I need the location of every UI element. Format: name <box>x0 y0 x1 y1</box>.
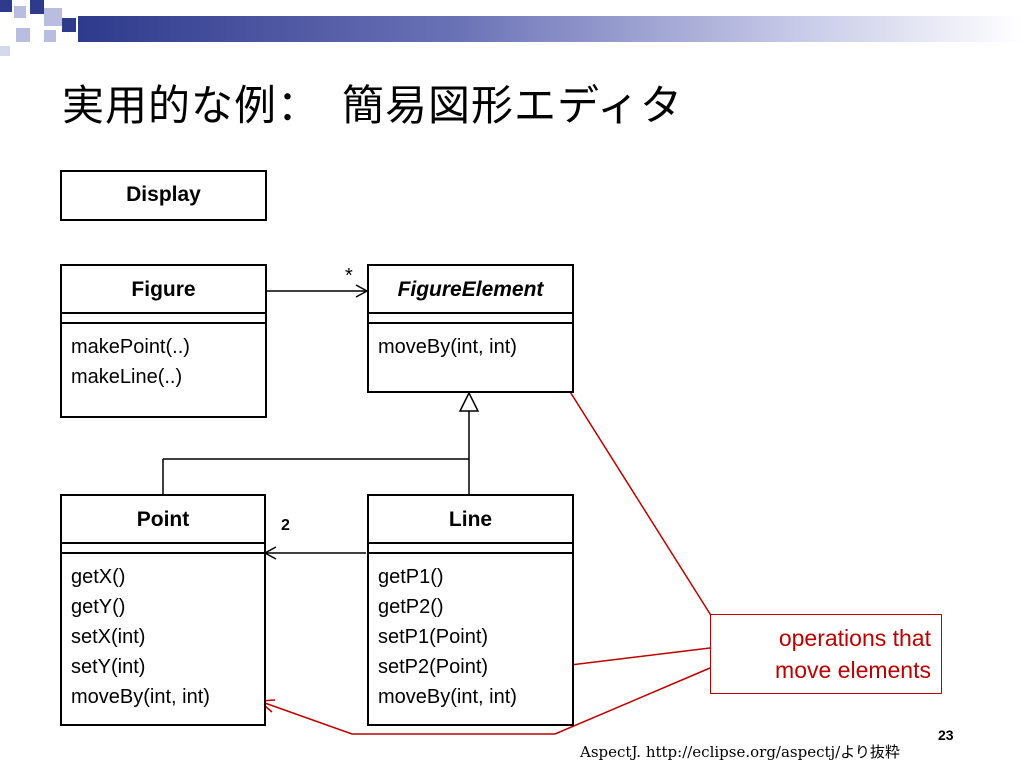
corner-square-dark-1 <box>0 0 12 12</box>
corner-square-light-1 <box>14 6 26 18</box>
class-line-methods: getP1() getP2() setP1(Point) setP2(Point… <box>369 554 572 712</box>
corner-square-light-5 <box>0 46 10 56</box>
corner-square-dark-2 <box>30 0 44 14</box>
multiplicity-figure-element: * <box>345 265 353 287</box>
method-item: setX(int) <box>71 626 146 648</box>
class-figure-name: Figure <box>62 266 265 314</box>
class-line-name: Line <box>369 496 572 544</box>
source-footer: AspectJ. http://eclipse.org/aspectj/より抜粋 <box>580 743 900 761</box>
class-point: Point getX() getY() setX(int) setY(int) … <box>60 494 266 726</box>
method-item: setY(int) <box>71 656 146 678</box>
callout-line: move elements <box>775 657 931 683</box>
corner-square-light-4 <box>44 30 56 42</box>
callout-pointer-point <box>261 667 711 735</box>
class-display: Display <box>60 170 267 221</box>
slide-title: 実用的な例： 簡易図形エディタ <box>62 81 684 130</box>
corner-square-light-2 <box>44 8 62 26</box>
method-item: makePoint(..) <box>71 336 190 358</box>
class-figure: Figure makePoint(..) makeLine(..) <box>60 264 267 418</box>
multiplicity-line-point: 2 <box>281 517 290 534</box>
class-figure-attributes <box>62 314 265 324</box>
method-item: moveBy(int, int) <box>378 336 517 358</box>
method-item: getP1() <box>378 566 444 588</box>
method-item: setP2(Point) <box>378 656 489 678</box>
class-figure-element: FigureElement moveBy(int, int) <box>367 264 574 393</box>
method-item: makeLine(..) <box>71 366 183 388</box>
class-figure-element-methods: moveBy(int, int) <box>369 324 572 362</box>
header-gradient-bar <box>78 16 1024 42</box>
corner-square-dark-3 <box>62 18 76 32</box>
class-figure-element-attributes <box>369 314 572 324</box>
class-line-attributes <box>369 544 572 554</box>
class-point-methods: getX() getY() setX(int) setY(int) moveBy… <box>62 554 264 712</box>
callout-line: operations that <box>778 625 931 651</box>
page-number: 23 <box>938 727 954 743</box>
method-item: getP2() <box>378 596 444 618</box>
callout-moving-operations: operations that move elements <box>710 614 942 694</box>
method-item: getY() <box>71 596 126 618</box>
callout-pointer-line <box>553 647 711 668</box>
corner-square-light-3 <box>16 28 30 42</box>
inheritance-triangle <box>458 391 480 412</box>
class-point-attributes <box>62 544 264 554</box>
class-line: Line getP1() getP2() setP1(Point) setP2(… <box>367 494 574 726</box>
class-display-name: Display <box>126 183 201 206</box>
method-item: moveBy(int, int) <box>71 686 210 708</box>
class-point-name: Point <box>62 496 264 544</box>
method-item: moveBy(int, int) <box>378 686 517 708</box>
method-item: setP1(Point) <box>378 626 489 648</box>
class-figure-element-name: FigureElement <box>369 266 572 314</box>
callout-pointer-figureelement <box>561 378 718 626</box>
class-figure-methods: makePoint(..) makeLine(..) <box>62 324 265 392</box>
method-item: getX() <box>71 566 126 588</box>
